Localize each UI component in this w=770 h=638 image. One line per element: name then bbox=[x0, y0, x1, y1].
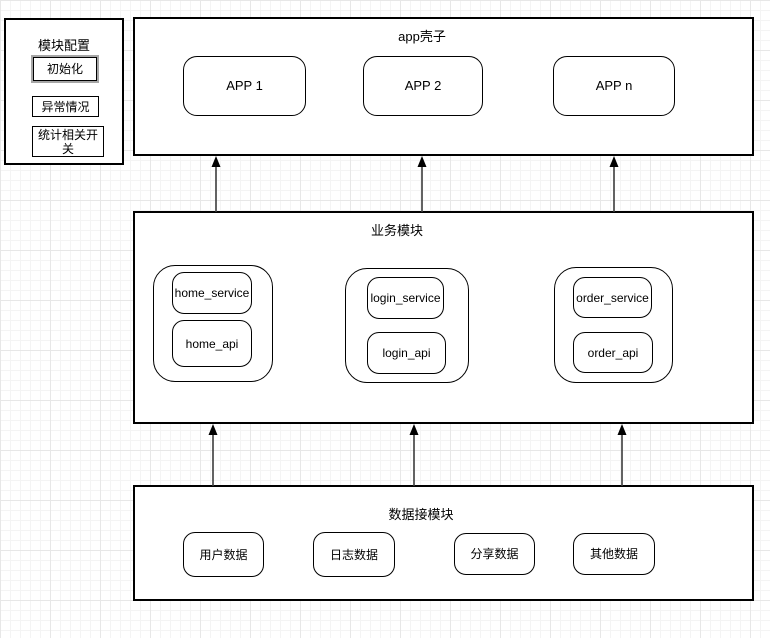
node-other-data[interactable]: 其他数据 bbox=[573, 533, 655, 575]
node-exception[interactable]: 异常情况 bbox=[32, 96, 99, 117]
node-order-api[interactable]: order_api bbox=[573, 332, 653, 373]
arrow-up-icon bbox=[409, 424, 419, 486]
connector-data-to-business-2[interactable] bbox=[408, 424, 420, 491]
node-log-data-label: 日志数据 bbox=[329, 547, 378, 562]
node-user-data[interactable]: 用户数据 bbox=[183, 532, 264, 577]
connector-business-to-shell-2[interactable] bbox=[416, 156, 428, 217]
app-shell-title: app壳子 bbox=[398, 29, 446, 44]
node-other-data-label: 其他数据 bbox=[589, 547, 638, 561]
config-panel[interactable]: 模块配置 初始化 异常情况 统计相关开关 bbox=[4, 18, 124, 165]
node-login-api[interactable]: login_api bbox=[367, 332, 446, 374]
node-exception-label: 异常情况 bbox=[41, 99, 90, 114]
data-module-container[interactable]: 数据接模块 用户数据 日志数据 分享数据 其他数据 bbox=[133, 485, 754, 601]
node-user-data-label: 用户数据 bbox=[199, 547, 248, 562]
node-log-data[interactable]: 日志数据 bbox=[313, 532, 395, 577]
node-order-service[interactable]: order_service bbox=[573, 277, 652, 318]
node-login-api-label: login_api bbox=[382, 346, 431, 360]
node-share-data-label: 分享数据 bbox=[470, 547, 519, 561]
node-stats-switch-label: 统计相关开关 bbox=[37, 127, 98, 156]
node-app-n-label: APP n bbox=[595, 78, 633, 93]
node-app-1[interactable]: APP 1 bbox=[183, 56, 306, 116]
node-login-service[interactable]: login_service bbox=[367, 277, 444, 319]
node-app-1-label: APP 1 bbox=[226, 78, 263, 93]
arrow-up-icon bbox=[609, 156, 619, 212]
business-module-title: 业务模块 bbox=[370, 223, 423, 238]
node-home-api[interactable]: home_api bbox=[172, 320, 252, 367]
connector-data-to-business-1[interactable] bbox=[207, 424, 219, 491]
group-home[interactable]: home_service home_api bbox=[153, 265, 273, 382]
arrow-up-icon bbox=[417, 156, 427, 212]
node-order-api-label: order_api bbox=[587, 345, 639, 360]
node-init-label: 初始化 bbox=[46, 62, 83, 76]
node-order-service-label: order_service bbox=[576, 290, 649, 305]
connector-business-to-shell-3[interactable] bbox=[608, 156, 620, 217]
data-module-title: 数据接模块 bbox=[388, 507, 454, 522]
business-module-container[interactable]: 业务模块 home_service home_api login_service… bbox=[133, 211, 754, 424]
node-app-n[interactable]: APP n bbox=[553, 56, 675, 116]
config-panel-title: 模块配置 bbox=[37, 38, 90, 53]
app-shell-container[interactable]: app壳子 APP 1 APP 2 APP n bbox=[133, 17, 754, 156]
group-order[interactable]: order_service order_api bbox=[554, 267, 673, 383]
node-share-data[interactable]: 分享数据 bbox=[454, 533, 535, 575]
arrow-up-icon bbox=[208, 424, 218, 486]
node-stats-switch[interactable]: 统计相关开关 bbox=[32, 126, 104, 157]
node-app-2[interactable]: APP 2 bbox=[363, 56, 483, 116]
connector-data-to-business-3[interactable] bbox=[616, 424, 628, 491]
group-login[interactable]: login_service login_api bbox=[345, 268, 469, 383]
connector-business-to-shell-1[interactable] bbox=[210, 156, 222, 217]
node-home-service-label: home_service bbox=[174, 286, 250, 300]
arrow-up-icon bbox=[211, 156, 221, 212]
node-home-service[interactable]: home_service bbox=[172, 272, 252, 314]
node-home-api-label: home_api bbox=[185, 336, 239, 351]
arrow-up-icon bbox=[617, 424, 627, 486]
node-login-service-label: login_service bbox=[370, 291, 441, 305]
node-init[interactable]: 初始化 bbox=[33, 57, 97, 81]
node-app-2-label: APP 2 bbox=[404, 78, 442, 93]
